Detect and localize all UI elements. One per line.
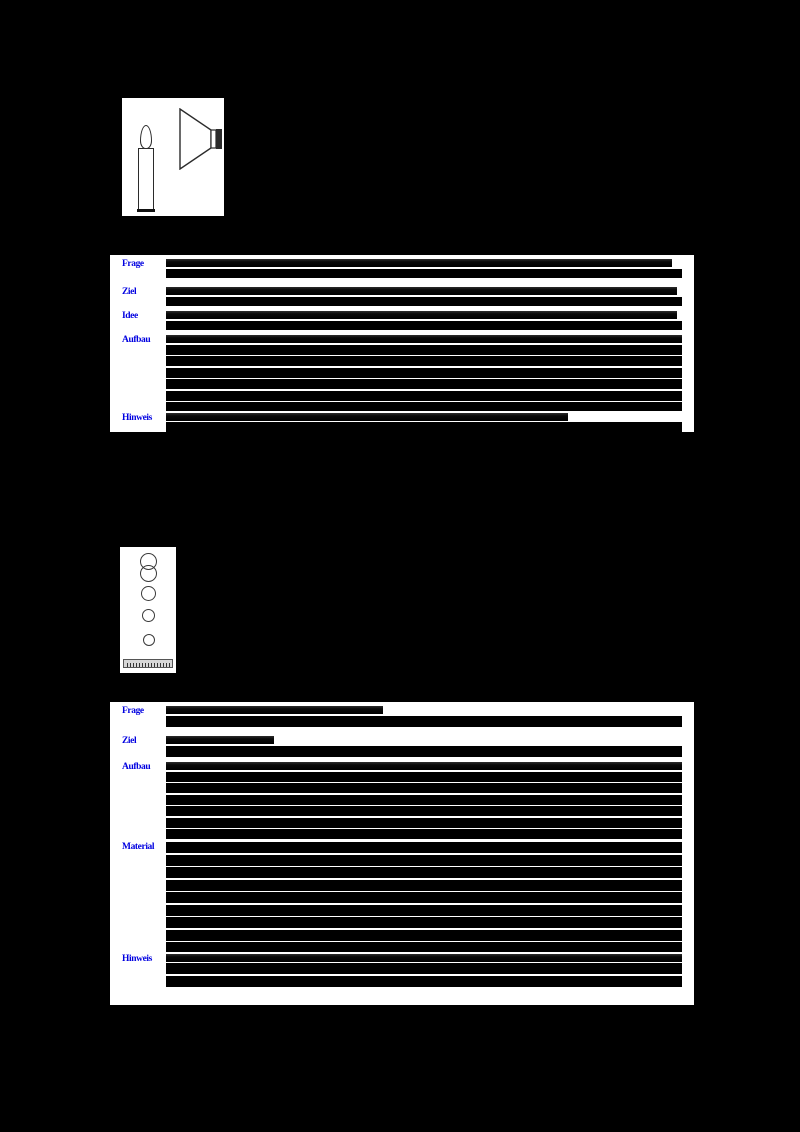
- figure-candle-loudspeaker: [122, 98, 224, 216]
- row-body-cell: [166, 287, 682, 311]
- row-label-cell: Aufbau: [122, 335, 166, 413]
- table-two: Frage Ziel Aufbau: [122, 706, 682, 994]
- row-body-cell: [166, 412, 682, 441]
- table-row: Frage: [122, 706, 682, 736]
- row-body-cell: [166, 736, 682, 762]
- row-label: Hinweis: [122, 412, 152, 423]
- row-body-cell: [166, 762, 682, 842]
- row-label: Frage: [122, 706, 144, 716]
- table-row: Idee: [122, 311, 682, 335]
- row-body-cell: [166, 842, 682, 954]
- row-body-cell: [166, 335, 682, 413]
- row-label: Ziel: [122, 287, 137, 297]
- row-label-cell: Frage: [122, 259, 166, 287]
- bubble-2-icon: [140, 565, 157, 582]
- row-label: Material: [122, 842, 155, 852]
- table-one: Frage Ziel Idee: [122, 259, 682, 441]
- row-label-cell: Ziel: [122, 287, 166, 311]
- table-row: Hinweis: [122, 953, 682, 994]
- table-two-page: Frage Ziel Aufbau: [110, 702, 694, 1005]
- row-label-cell: Aufbau: [122, 762, 166, 842]
- candle-body-icon: [138, 148, 154, 211]
- row-label-cell: Material: [122, 842, 166, 954]
- table-row: Ziel: [122, 287, 682, 311]
- table-row: Aufbau: [122, 335, 682, 413]
- row-label: Idee: [122, 311, 138, 321]
- row-label: Ziel: [122, 736, 137, 746]
- bubble-5-icon: [143, 634, 155, 646]
- row-label: Aufbau: [122, 335, 151, 345]
- row-label-cell: Hinweis: [122, 413, 166, 441]
- bubble-3-icon: [141, 586, 156, 601]
- row-body-cell: [166, 311, 682, 335]
- candle-flame-icon: [140, 125, 152, 149]
- row-label-cell: Frage: [122, 706, 166, 736]
- table-row: Aufbau: [122, 762, 682, 842]
- loudspeaker-cone-icon: [179, 108, 222, 170]
- row-label-cell: Hinweis: [122, 954, 166, 994]
- row-label-cell: Ziel: [122, 736, 166, 762]
- row-body-cell: [166, 706, 682, 736]
- row-label-cell: Idee: [122, 311, 166, 335]
- ruler-icon: [123, 659, 173, 668]
- candle-base-icon: [137, 209, 155, 212]
- row-label: Aufbau: [122, 762, 151, 772]
- table-row: Hinweis: [122, 412, 682, 441]
- table-row: Ziel: [122, 736, 682, 762]
- row-body-cell: [166, 259, 682, 287]
- table-row: Frage: [122, 259, 682, 287]
- table-one-page: Frage Ziel Idee: [110, 255, 694, 432]
- bubble-4-icon: [142, 609, 155, 622]
- row-label: Frage: [122, 259, 144, 269]
- row-label: Hinweis: [122, 953, 152, 964]
- table-row: Material: [122, 842, 682, 954]
- figure-bubbles-ruler: [120, 547, 176, 673]
- row-body-cell: [166, 953, 682, 994]
